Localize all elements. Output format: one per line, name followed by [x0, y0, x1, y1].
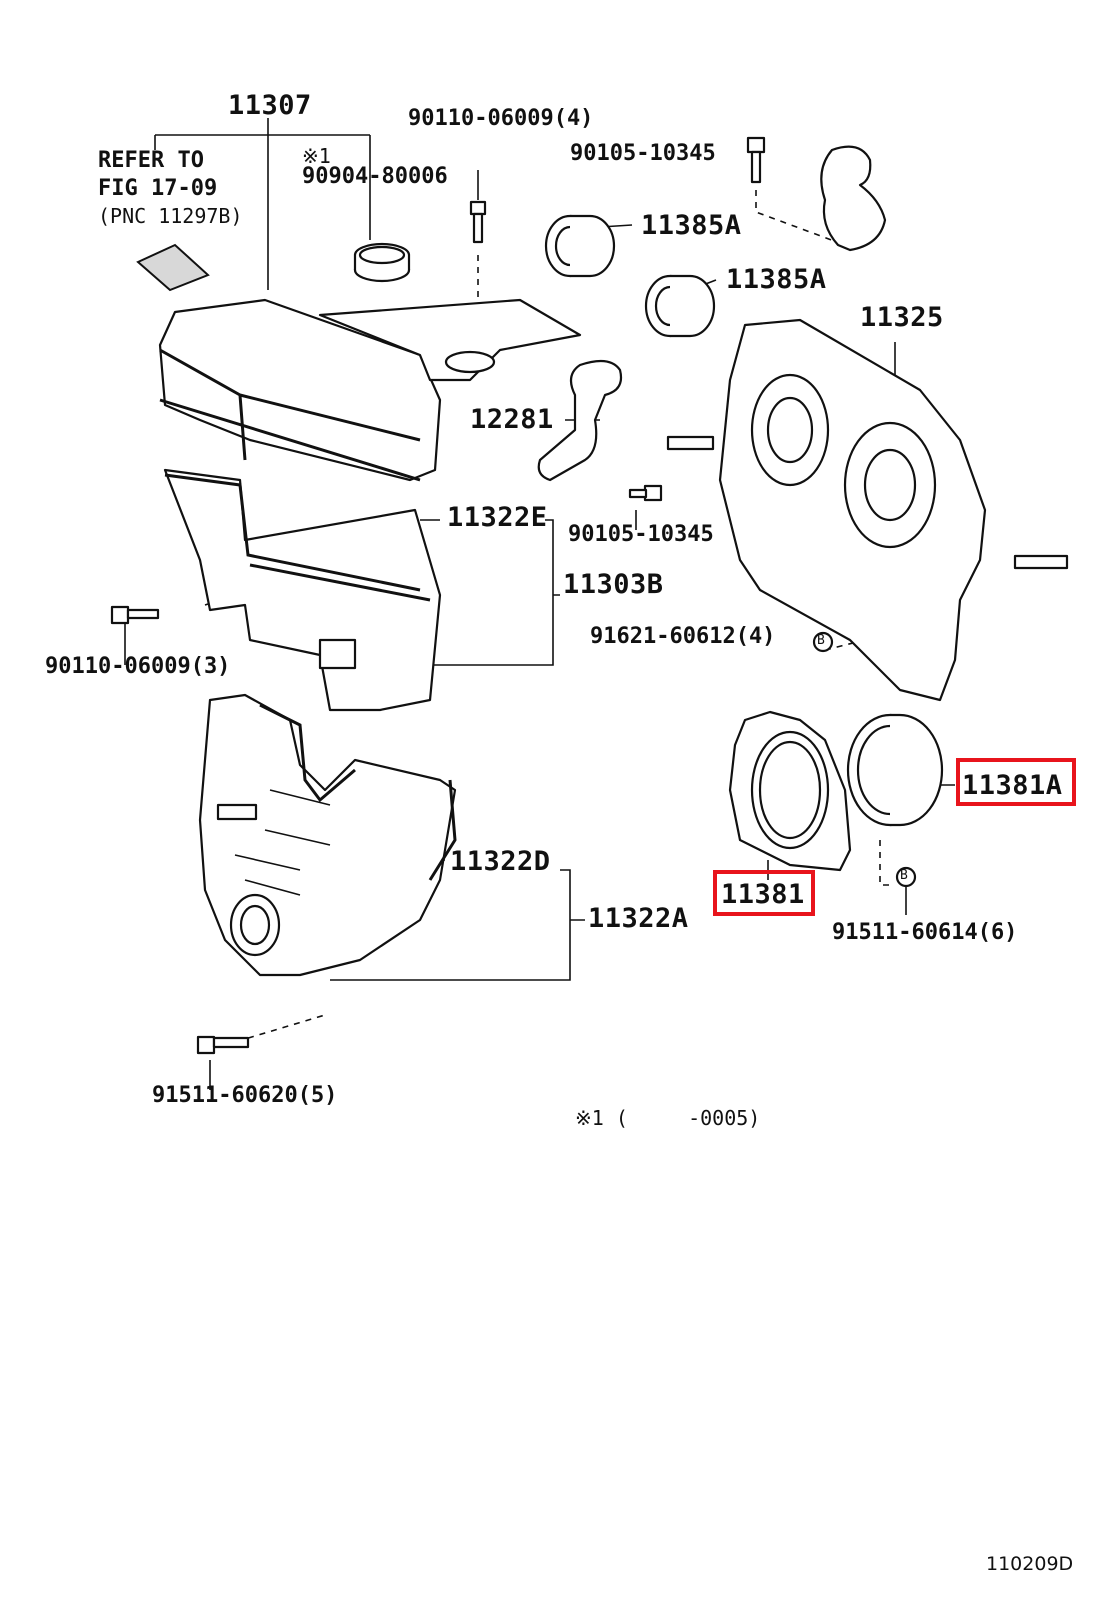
- oil-seal-11381A: [846, 713, 944, 827]
- leader-lines: [124, 118, 955, 1090]
- ref-note-line3: (PNC 11297B): [98, 204, 243, 228]
- bolt-mark-91511-6: [895, 866, 917, 888]
- label-91511-60620-5: 91511-60620(5): [152, 1083, 338, 1108]
- gasket-sheet: [136, 243, 210, 292]
- label-11325: 11325: [860, 302, 944, 333]
- label-11322E: 11322E: [447, 502, 548, 533]
- footnote: ※1 ( -0005): [575, 1106, 761, 1130]
- label-11307: 11307: [228, 90, 312, 121]
- bolt-mark-letter-91621: B: [817, 633, 825, 648]
- retainer-11381: [728, 710, 852, 872]
- highlight-11381: [713, 870, 815, 916]
- label-90105-10345-top: 90105-10345: [570, 141, 716, 166]
- bolt-91511-5: [196, 1035, 250, 1055]
- bolt-90105-top: [746, 136, 766, 184]
- cover-11307: [158, 298, 582, 482]
- label-11381A: 11381A: [962, 770, 1063, 801]
- label-11303B: 11303B: [563, 569, 664, 600]
- highlight-11381A: [956, 758, 1076, 806]
- label-90110-06009-4: 90110-06009(4): [408, 106, 594, 131]
- label-11385A-2: 11385A: [726, 264, 827, 295]
- bolt-90110-4: [469, 200, 487, 244]
- label-11322A: 11322A: [588, 903, 689, 934]
- ref-note-line2: FIG 17-09: [98, 176, 218, 201]
- label-90110-06009-3: 90110-06009(3): [45, 654, 231, 679]
- label-90105-10345-mid: 90105-10345: [568, 522, 714, 547]
- bolt-mark-91621: [812, 631, 834, 653]
- bolt-mark-letter-91511: B: [900, 868, 908, 883]
- bolt-90110-3: [110, 605, 160, 625]
- cover-11322A: [198, 693, 457, 977]
- cover-11303B: [163, 468, 442, 712]
- ref-note-line1: REFER TO: [98, 148, 204, 173]
- bracket-top-right: [820, 145, 887, 252]
- label-12281: 12281: [470, 404, 554, 435]
- label-91621-60612-4: 91621-60612(4): [590, 624, 776, 649]
- plate-11325: [666, 318, 1069, 702]
- label-11385A-1: 11385A: [641, 210, 742, 241]
- oil-seal-11385A-2: [644, 274, 716, 338]
- figure-id: 110209D: [986, 1553, 1074, 1575]
- label-90904-80006: 90904-80006: [302, 164, 448, 189]
- bolt-90105-mid: [628, 484, 663, 502]
- label-star1: ※1: [302, 144, 331, 168]
- oil-seal-11385A-1: [544, 214, 616, 278]
- bracket-12281: [537, 359, 623, 482]
- label-11322D: 11322D: [450, 846, 551, 877]
- label-91511-60614-6: 91511-60614(6): [832, 920, 1018, 945]
- seal-90904: [353, 242, 411, 283]
- label-11381: 11381: [721, 879, 805, 910]
